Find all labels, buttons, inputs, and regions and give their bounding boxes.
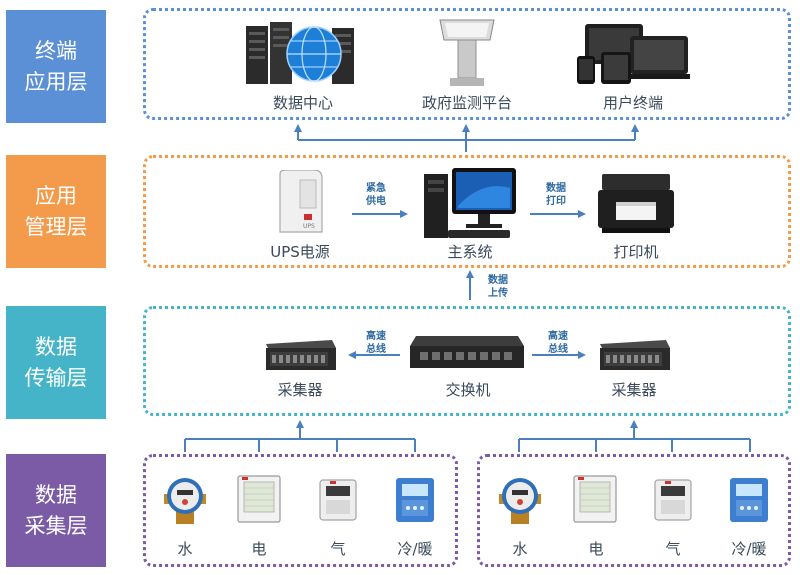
electric-label-left: 电	[251, 540, 267, 558]
water-meter-icon	[164, 478, 206, 524]
upload-line2: 上传	[488, 288, 508, 299]
water-label-left: 水	[177, 540, 193, 558]
transport-panel	[143, 306, 791, 416]
emergency-power-label: 紧急 供电	[356, 182, 396, 208]
print-line2: 打印	[546, 196, 566, 207]
user-terminal-label: 用户终端	[602, 94, 663, 112]
heat-label-right: 冷/暖	[731, 540, 767, 558]
layer-label-line2: 采集层	[24, 513, 88, 538]
bus-right-label: 高速 总线	[538, 330, 578, 356]
bus-left-line2: 总线	[366, 344, 386, 355]
layer-label-line2: 应用层	[24, 69, 88, 94]
emergency-line1: 紧急	[366, 183, 386, 194]
layer-label-terminal: 终端 应用层	[6, 10, 106, 123]
electric-meter-icon	[573, 475, 617, 523]
computer-icon	[424, 168, 516, 238]
emergency-line2: 供电	[366, 196, 386, 207]
water-label-right: 水	[512, 540, 528, 558]
gas-meter-icon	[654, 479, 692, 521]
gov-platform-label: 政府监测平台	[421, 94, 512, 112]
print-line1: 数据	[546, 183, 566, 194]
upload-line1: 数据	[488, 275, 508, 286]
ups-icon: UPS	[279, 170, 323, 233]
layer-label-transport: 数据 传输层	[6, 306, 106, 419]
data-upload-label: 数据 上传	[478, 274, 518, 300]
devices-icon	[577, 24, 690, 84]
collector-right-icon	[600, 340, 670, 370]
bus-right-line1: 高速	[548, 331, 568, 342]
main-system-label: 主系统	[447, 243, 493, 261]
printer-label: 打印机	[613, 243, 659, 261]
layer-label-line2: 管理层	[24, 214, 88, 239]
bus-left-line1: 高速	[366, 331, 386, 342]
terminal-panel	[143, 8, 791, 120]
bus-right-line2: 总线	[548, 344, 568, 355]
svg-text:UPS: UPS	[303, 223, 315, 230]
management-panel	[143, 155, 791, 268]
switch-icon	[410, 336, 524, 368]
monitoring-kiosk-icon	[439, 19, 495, 86]
electric-label-right: 电	[588, 540, 604, 558]
gas-label-right: 气	[665, 540, 681, 558]
layer-label-management: 应用 管理层	[6, 155, 106, 268]
data-center-icon	[246, 22, 354, 84]
layer-label-line2: 传输层	[24, 365, 88, 390]
collector-left-label: 采集器	[277, 381, 323, 399]
gas-label-left: 气	[330, 540, 346, 558]
layer-label-line1: 终端	[35, 38, 77, 63]
collector-left-icon	[266, 340, 336, 370]
printer-icon	[598, 174, 674, 233]
data-print-label: 数据 打印	[536, 182, 576, 208]
electric-meter-icon	[237, 475, 281, 523]
bus-left-label: 高速 总线	[356, 330, 396, 356]
collection-panel-left	[143, 454, 458, 567]
layer-label-line1: 数据	[35, 482, 77, 507]
ups-label: UPS电源	[270, 243, 330, 261]
layer-label-collection: 数据 采集层	[6, 454, 106, 567]
layer-label-line1: 应用	[35, 183, 77, 208]
collector-right-label: 采集器	[611, 381, 657, 399]
collection-panel-right	[477, 454, 791, 567]
gas-meter-icon	[319, 479, 357, 521]
data-center-label: 数据中心	[272, 94, 333, 112]
heat-meter-icon	[730, 478, 768, 522]
heat-meter-icon	[396, 478, 434, 522]
heat-label-left: 冷/暖	[397, 540, 433, 558]
layer-label-line1: 数据	[35, 334, 77, 359]
water-meter-icon	[499, 478, 541, 524]
switch-label: 交换机	[445, 381, 491, 399]
